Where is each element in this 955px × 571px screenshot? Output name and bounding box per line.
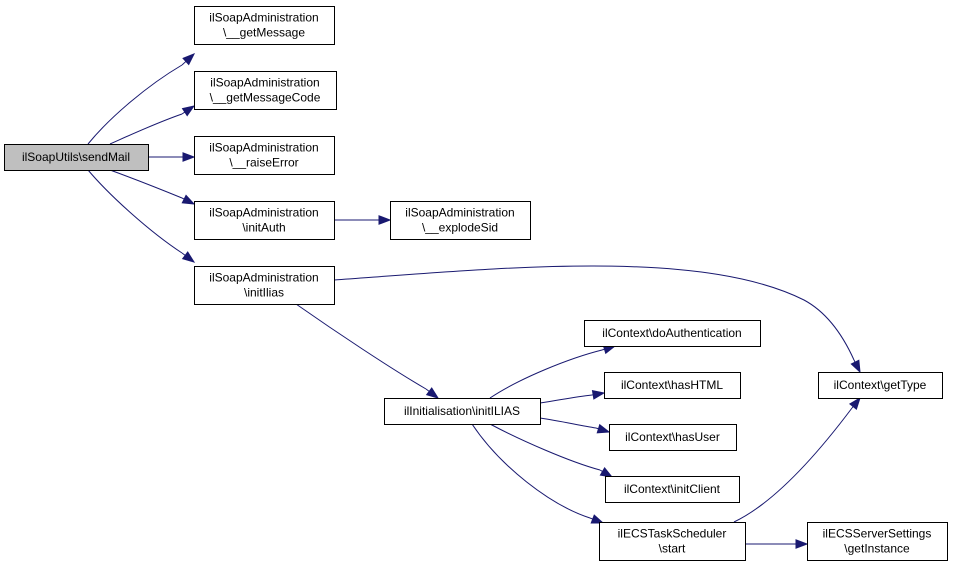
edge-ecs-start-to-get-instance (745, 539, 809, 549)
node-label-init-auth-1: ilSoapAdministration (209, 206, 318, 220)
node-label-do-authentication-1: ilContext\doAuthentication (602, 326, 741, 340)
node-label-get-message-2: \__getMessage (223, 26, 305, 40)
edge-send-mail-to-get-message-code (109, 105, 196, 145)
node-label-get-instance-2: \getInstance (844, 542, 910, 556)
node-label-has-user-1: ilContext\hasUser (625, 430, 720, 444)
node-get-type[interactable]: ilContext\getType (818, 372, 943, 399)
edge-init-ilias-to-init-client (489, 423, 614, 478)
edge-init-ilias-to-ecs-start (471, 423, 605, 524)
node-get-message-code[interactable]: ilSoapAdministration\__getMessageCode (194, 71, 337, 110)
node-label-init-client-1: ilContext\initClient (624, 482, 721, 496)
edge-send-mail-to-init-auth (109, 169, 196, 205)
node-has-html[interactable]: ilContext\hasHTML (604, 372, 741, 399)
node-ecs-start[interactable]: ilECSTaskScheduler\start (599, 522, 746, 561)
node-label-get-instance-1: ilECSServerSettings (823, 527, 932, 541)
edge-init-auth-to-explode-sid (334, 215, 392, 225)
node-label-has-html-1: ilContext\hasHTML (621, 378, 723, 392)
node-label-get-type-1: ilContext\getType (834, 378, 927, 392)
edge-ecs-start-to-get-type (733, 396, 861, 523)
node-init-client[interactable]: ilContext\initClient (605, 476, 740, 503)
edge-init-ilias-to-has-user (539, 417, 611, 434)
node-get-instance[interactable]: ilECSServerSettings\getInstance (807, 522, 948, 561)
edge-send-mail-to-init-ilias-admin (87, 169, 196, 263)
node-label-ecs-start-2: \start (659, 542, 686, 556)
node-send-mail: ilSoapUtils\sendMail (4, 144, 149, 171)
node-init-ilias-admin[interactable]: ilSoapAdministration\initIlias (194, 266, 335, 305)
node-label-get-message-code-2: \__getMessageCode (210, 91, 321, 105)
node-label-explode-sid-1: ilSoapAdministration (405, 206, 514, 220)
node-get-message[interactable]: ilSoapAdministration\__getMessage (194, 6, 335, 45)
node-label-raise-error-1: ilSoapAdministration (209, 141, 318, 155)
edge-init-ilias-admin-to-init-ilias (295, 303, 440, 399)
node-init-ilias[interactable]: ilInitialisation\initILIAS (384, 398, 541, 425)
node-label-get-message-code-1: ilSoapAdministration (210, 76, 319, 90)
node-label-send-mail-1: ilSoapUtils\sendMail (22, 150, 130, 164)
node-raise-error[interactable]: ilSoapAdministration\__raiseError (194, 136, 335, 175)
node-label-init-ilias-1: ilInitialisation\initILIAS (404, 404, 520, 418)
node-label-init-ilias-admin-1: ilSoapAdministration (209, 271, 318, 285)
node-do-authentication[interactable]: ilContext\doAuthentication (584, 320, 761, 347)
edge-init-ilias-to-has-html (539, 390, 606, 404)
node-explode-sid[interactable]: ilSoapAdministration\__explodeSid (390, 201, 531, 240)
node-init-auth[interactable]: ilSoapAdministration\initAuth (194, 201, 335, 240)
node-label-init-ilias-admin-2: \initIlias (244, 286, 284, 300)
edge-init-ilias-admin-to-get-type (333, 265, 861, 374)
node-label-raise-error-2: \__raiseError (229, 156, 298, 170)
edge-send-mail-to-raise-error (148, 152, 196, 162)
node-label-ecs-start-1: ilECSTaskScheduler (618, 527, 727, 541)
node-label-explode-sid-2: \__explodeSid (422, 221, 498, 235)
edge-init-ilias-to-do-authentication (489, 344, 617, 399)
node-has-user[interactable]: ilContext\hasUser (609, 424, 737, 451)
edge-send-mail-to-get-message (87, 53, 196, 145)
node-label-init-auth-2: \initAuth (242, 221, 285, 235)
node-label-get-message-1: ilSoapAdministration (209, 11, 318, 25)
